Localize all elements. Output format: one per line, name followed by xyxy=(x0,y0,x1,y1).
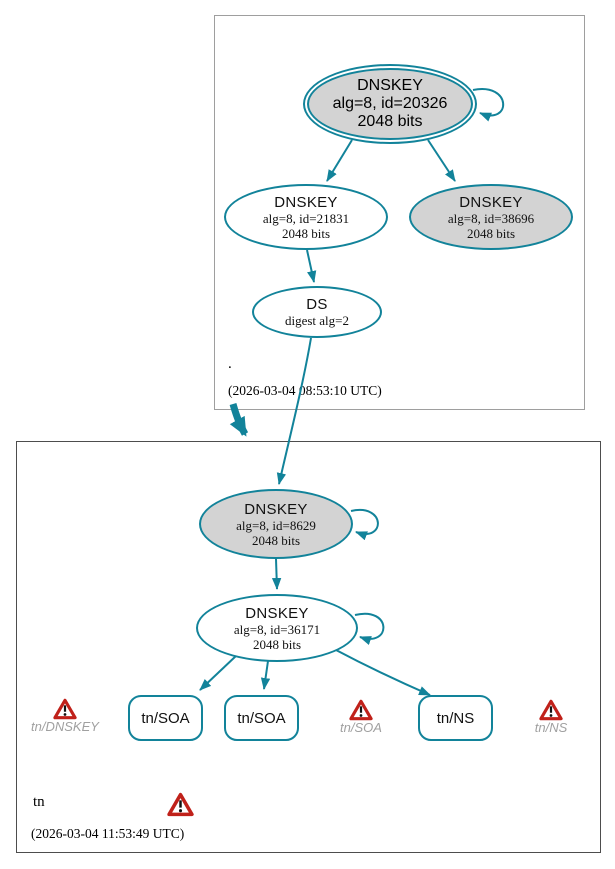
node-bits: 2048 bits xyxy=(281,225,331,241)
node-bits: 2048 bits xyxy=(252,636,302,652)
rrset-label: tn/SOA xyxy=(237,709,286,727)
node-dnskey-38696[interactable]: DNSKEY alg=8, id=38696 2048 bits xyxy=(409,184,573,250)
node-detail: alg=8, id=20326 xyxy=(332,95,448,112)
node-bits: 2048 bits xyxy=(251,532,301,548)
node-title: DNSKEY xyxy=(244,500,308,518)
node-bits: 2048 bits xyxy=(466,225,516,241)
warning-icon xyxy=(166,792,194,817)
node-detail: alg=8, id=21831 xyxy=(262,210,350,226)
zone-box-root xyxy=(214,15,585,410)
warning-label: tn/DNSKEY xyxy=(31,719,99,734)
warning-zone-tn[interactable] xyxy=(166,792,194,817)
node-detail: alg=8, id=38696 xyxy=(447,210,535,226)
warning-label: tn/SOA xyxy=(340,720,382,735)
rrset-label: tn/SOA xyxy=(141,709,190,727)
rrset-label: tn/NS xyxy=(436,709,475,727)
warning-tn-ns[interactable]: tn/NS xyxy=(523,699,579,735)
node-detail: alg=8, id=36171 xyxy=(233,621,321,637)
warning-tn-soa[interactable]: tn/SOA xyxy=(330,699,392,735)
warning-icon xyxy=(53,698,77,720)
zone-timestamp-root: (2026-03-04 08:53:10 UTC) xyxy=(228,383,382,398)
warning-tn-dnskey[interactable]: tn/DNSKEY xyxy=(28,698,102,734)
node-dnskey-8629[interactable]: DNSKEY alg=8, id=8629 2048 bits xyxy=(199,489,353,559)
node-rrset-tn-soa-1[interactable]: tn/SOA xyxy=(128,695,203,741)
node-rrset-tn-ns[interactable]: tn/NS xyxy=(418,695,493,741)
node-rrset-tn-soa-2[interactable]: tn/SOA xyxy=(224,695,299,741)
node-dnskey-21831[interactable]: DNSKEY alg=8, id=21831 2048 bits xyxy=(224,184,388,250)
zone-timestamp-tn: (2026-03-04 11:53:49 UTC) xyxy=(31,826,185,841)
node-detail: digest alg=2 xyxy=(284,313,350,328)
node-title: DNSKEY xyxy=(357,77,423,94)
node-title: DNSKEY xyxy=(245,604,309,622)
node-bits: 2048 bits xyxy=(357,113,423,130)
zone-name-root: . xyxy=(228,356,232,372)
warning-label: tn/NS xyxy=(534,720,568,735)
node-dnskey-36171[interactable]: DNSKEY alg=8, id=36171 2048 bits xyxy=(196,594,358,662)
warning-icon xyxy=(349,699,373,721)
node-title: DNSKEY xyxy=(459,193,523,211)
node-detail: alg=8, id=8629 xyxy=(236,517,316,533)
node-title: DS xyxy=(306,296,328,313)
zone-name-tn: tn xyxy=(33,794,45,810)
node-title: DNSKEY xyxy=(274,193,338,211)
warning-icon xyxy=(539,699,563,721)
node-dnskey-20326-inner: DNSKEY alg=8, id=20326 2048 bits xyxy=(307,68,473,140)
node-ds[interactable]: DS digest alg=2 xyxy=(252,286,382,338)
node-dnskey-20326[interactable]: DNSKEY alg=8, id=20326 2048 bits xyxy=(303,64,477,144)
